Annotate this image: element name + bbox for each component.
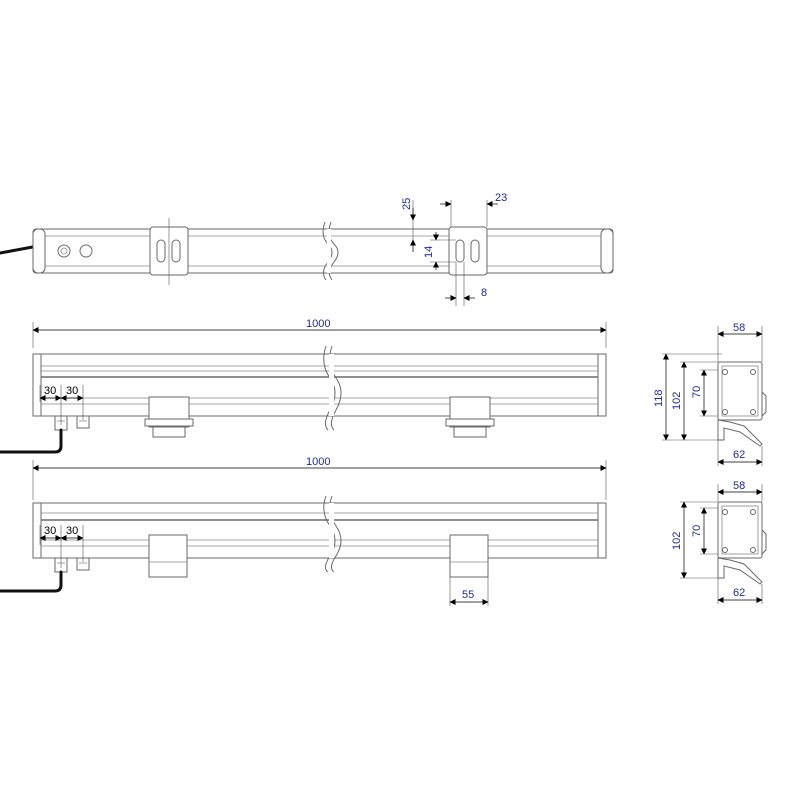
top-view: 25 23 14 8	[0, 192, 614, 306]
dim-end1-width-58: 58	[733, 322, 745, 334]
side-view-2-body	[32, 502, 607, 559]
side-view-1-bracket-2	[445, 396, 495, 438]
side-view-1: 1000	[0, 318, 607, 454]
dim-offset-b-2: 30	[66, 525, 78, 537]
dim-end2-inner-70: 70	[691, 525, 703, 537]
end-view-1: 58 118 102 70 62	[653, 322, 767, 466]
dim-end1-width-62: 62	[733, 449, 745, 461]
dim-offset-a-2: 30	[44, 525, 56, 537]
side-view-1-cable	[0, 428, 63, 454]
dim-14: 14	[423, 246, 435, 258]
side-view-2-bracket-2	[449, 534, 489, 578]
mounting-bracket-2	[448, 226, 488, 276]
break-symbol	[322, 221, 333, 281]
dim-length-1000: 1000	[306, 318, 330, 330]
dim-bracket-55: 55	[462, 589, 474, 601]
side-view-2-cable	[0, 570, 63, 593]
dim-25: 25	[401, 198, 413, 210]
end-view-1-housing	[717, 361, 763, 421]
top-view-cable	[0, 244, 40, 255]
dim-end2-height-102: 102	[671, 532, 683, 550]
connector-port-2	[79, 244, 93, 258]
side-view-1-body	[32, 353, 607, 417]
side-view-2-bracket-1	[148, 534, 188, 578]
side-view-1-bracket-1	[144, 396, 194, 438]
dim-offset-b-1: 30	[66, 385, 78, 397]
mounting-bracket-1	[149, 218, 189, 285]
dim-length-1000-2: 1000	[306, 456, 330, 468]
dim-end1-height-102: 102	[671, 392, 683, 410]
end-view-2-bracket	[717, 557, 763, 585]
dim-offset-a-1: 30	[44, 385, 56, 397]
end-view-2: 58 102 70 62	[671, 480, 767, 604]
dim-end2-width-62: 62	[733, 587, 745, 599]
side-view-2: 1000 30 30 55	[0, 456, 607, 606]
end-view-1-bracket	[717, 419, 763, 447]
dim-end2-width-58: 58	[733, 480, 745, 492]
dim-end1-height-118: 118	[653, 389, 665, 407]
dim-8: 8	[481, 287, 487, 299]
dim-end1-inner-70: 70	[691, 386, 703, 398]
dim-23: 23	[495, 192, 507, 204]
connector-port-1	[57, 244, 71, 258]
